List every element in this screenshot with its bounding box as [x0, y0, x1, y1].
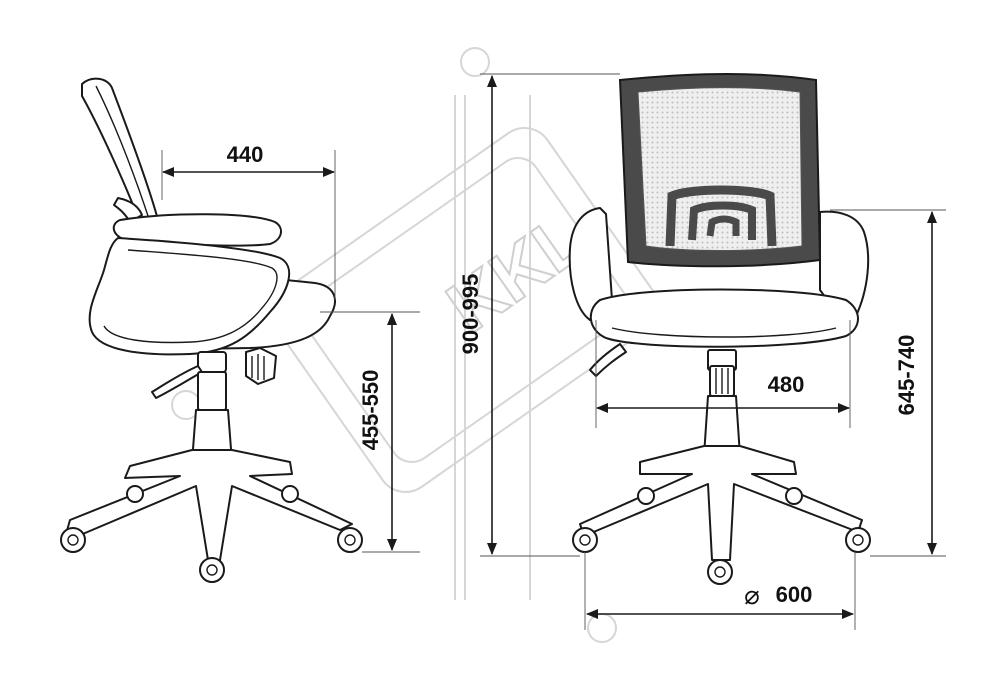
front-armrest-left [568, 207, 613, 321]
dim-seat-height-label: 455-550 [358, 370, 383, 451]
front-casters [572, 487, 871, 585]
side-casters [60, 485, 363, 583]
front-backrest-mesh [637, 87, 803, 251]
front-view-chair [568, 73, 871, 585]
side-view-chair [60, 77, 363, 583]
dim-side-depth-label: 440 [227, 142, 264, 167]
side-base [65, 449, 353, 561]
dimension-lines [161, 73, 946, 630]
front-base [579, 445, 863, 561]
dimension-labels: 440 455-550 900-995 480 645-740 ⌀ 600 [227, 142, 919, 610]
dim-armrest-height-label: 645-740 [894, 335, 919, 416]
front-seat [590, 288, 859, 348]
diameter-icon: ⌀ [744, 580, 760, 610]
front-lumbar-pattern [665, 185, 777, 247]
dim-base-diameter-label: 600 [776, 582, 813, 607]
dim-total-height-label: 900-995 [458, 274, 483, 355]
dim-seat-width-label: 480 [768, 372, 805, 397]
